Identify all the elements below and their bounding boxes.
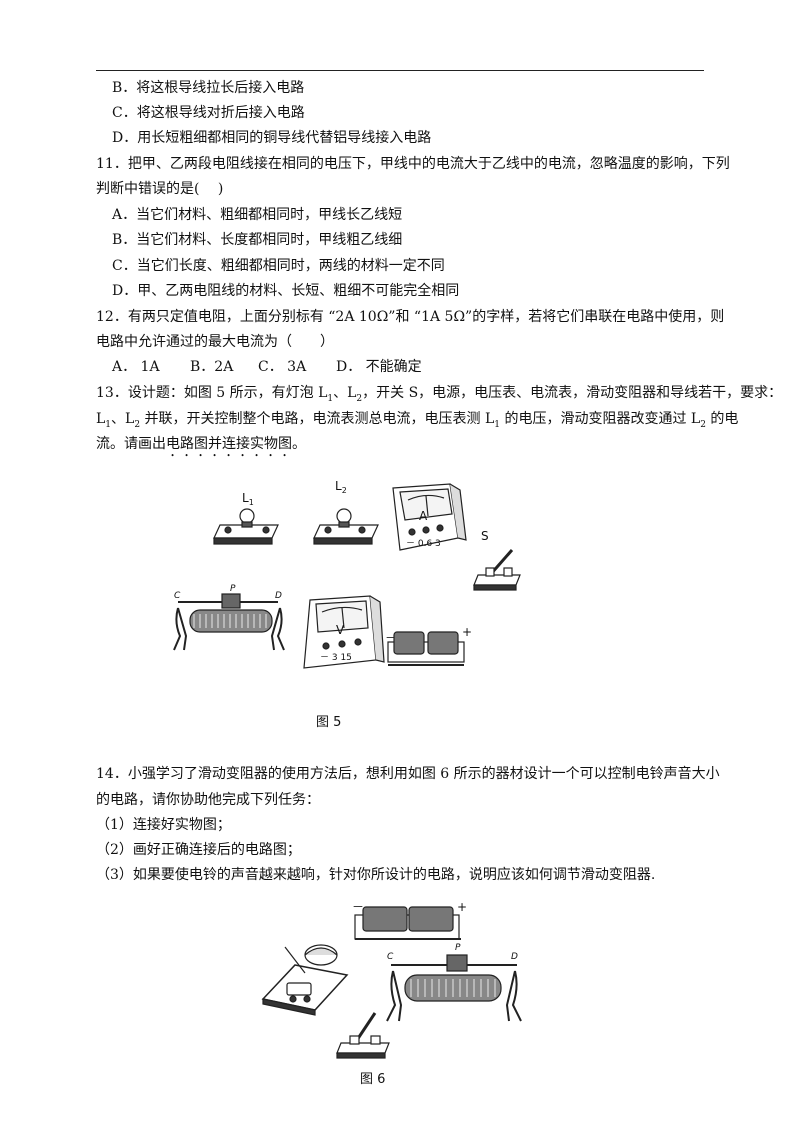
header-rule <box>96 70 704 71</box>
label-d: D <box>511 952 518 962</box>
rheostat-fig6: C P D <box>386 943 522 1022</box>
battery-plus-label: + <box>462 625 472 639</box>
voltmeter: V － 3 15 <box>303 595 385 669</box>
ammeter-scale: － 0.6 3 <box>406 539 441 549</box>
q12-option-d: D． 不能确定 <box>336 359 422 375</box>
electric-bell <box>261 944 349 1016</box>
switch-fig6 <box>336 1012 390 1059</box>
q13-line1: 13．设计题：如图 5 所示，有灯泡 L1、L2，开关 S，电源，电压表、电流表… <box>96 385 783 404</box>
q14-task-2: （2）画好正确连接后的电路图； <box>96 842 301 858</box>
svg-text:L1: L1 <box>242 491 254 507</box>
battery-minus-label: － <box>352 900 364 914</box>
battery-plus-label: + <box>457 900 467 914</box>
q10-option-d: D．用长短粗细都相同的铜导线代替铝导线接入电路 <box>112 130 432 146</box>
q12-options: A． 1A B．2A C． 3A D． 不能确定 <box>112 357 422 377</box>
q11-stem-line1: 11．把甲、乙两段电阻线接在相同的电压下，甲线中的电流大于乙线中的电流，忽略温度… <box>96 156 730 172</box>
q12-stem-line1: 12．有两只定值电阻，上面分别标有 “2A 10Ω”和 “1A 5Ω”的字样，若… <box>96 309 725 325</box>
label-p: P <box>455 943 461 953</box>
q14-stem-line2: 的电路，请你协助他完成下列任务： <box>96 792 320 808</box>
q14-task-1: （1）连接好实物图； <box>96 817 231 833</box>
bulb-l2: L2 <box>313 479 379 545</box>
q10-option-b: B．将这根导线拉长后接入电路 <box>112 80 305 96</box>
svg-text:L2: L2 <box>335 479 347 495</box>
switch-s: S <box>473 529 521 591</box>
label-d: D <box>275 591 282 601</box>
q11-option-c: C．当它们长度、粗细都相同时，两线的材料一定不同 <box>112 258 445 274</box>
battery-fig5: － + <box>385 625 472 666</box>
ammeter: A － 0.6 3 <box>392 483 467 551</box>
q13-line3: 流。请画出电路图并连接实物图。 <box>96 436 306 452</box>
q14-stem-line1: 14．小强学习了滑动变阻器的使用方法后，想利用如图 6 所示的器材设计一个可以控… <box>96 766 720 782</box>
label-v: V <box>336 623 345 637</box>
bulb-l1: L1 <box>213 491 279 545</box>
q12-option-a: A． 1A <box>112 359 160 375</box>
q13-line2: L1、L2 并联，开关控制整个电路，电流表测总电流，电压表测 L1 的电压，滑动… <box>96 411 739 430</box>
q10-option-c: C．将这根导线对折后接入电路 <box>112 105 305 121</box>
q12-option-b: B．2A <box>190 359 234 375</box>
voltmeter-scale: － 3 15 <box>320 653 352 663</box>
label-c: C <box>387 952 394 962</box>
q11-stem-line2: 判断中错误的是( ) <box>96 181 224 197</box>
figure-6-apparatus: － + C P D <box>261 900 522 1059</box>
figure-6-caption: 图 6 <box>360 1072 386 1087</box>
label-c: C <box>174 591 181 601</box>
label-p: P <box>230 584 236 594</box>
q12-stem-line2: 电路中允许通过的最大电流为（ ） <box>96 334 334 350</box>
label-s: S <box>481 529 489 543</box>
label-a: A <box>419 509 428 523</box>
q14-task-3: （3）如果要使电铃的声音越来越响，针对你所设计的电路，说明应该如何调节滑动变阻器… <box>96 867 656 883</box>
figure-5-apparatus: L1 L2 A － 0.6 3 S <box>173 479 521 669</box>
emphasized-text: 电路图并连接实物图 <box>166 436 292 452</box>
q11-option-b: B．当它们材料、长度都相同时，甲线粗乙线细 <box>112 232 403 248</box>
q11-option-a: A．当它们材料、粗细都相同时，甲线长乙线短 <box>112 207 403 223</box>
battery-fig6: － + <box>352 900 467 940</box>
q12-option-c: C． 3A <box>258 359 307 375</box>
q11-option-d: D．甲、乙两电阻线的材料、长短、粗细不可能完全相同 <box>112 283 460 299</box>
rheostat-fig5: C P D <box>173 584 285 651</box>
label-l1: L <box>242 491 249 505</box>
label-l2: L <box>335 479 342 493</box>
figure-5-caption: 图 5 <box>316 715 342 730</box>
